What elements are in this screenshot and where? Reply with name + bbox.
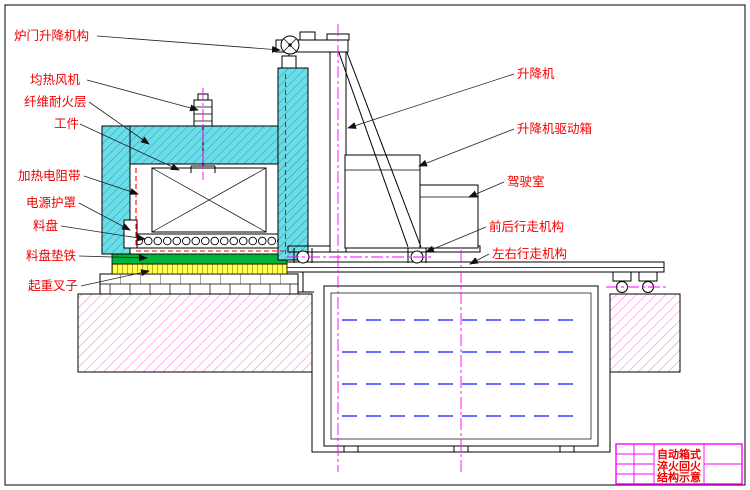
- title-block: 自动箱式 淬火回火 结构示意: [615, 443, 743, 485]
- driver-cab: [419, 184, 479, 249]
- mast-braces: [337, 49, 422, 248]
- water-level-lines: [342, 319, 580, 417]
- hoist-motor: [299, 31, 316, 41]
- lifting-fork-layer: [111, 263, 288, 275]
- label-power-cover: 电源护罩: [26, 196, 76, 210]
- travel-wheel-rear: [407, 248, 427, 264]
- rail-support-right-1: [612, 271, 632, 293]
- leader-lines: [60, 35, 515, 287]
- ground-right: [609, 293, 681, 373]
- workpiece-box: [151, 167, 267, 233]
- label-material-tray: 料盘: [33, 218, 58, 233]
- furnace-door: [277, 67, 309, 261]
- label-front-rear-travel: 前后行走机构: [489, 219, 564, 234]
- ground-left: [77, 293, 313, 373]
- tank-foot: [343, 445, 359, 453]
- label-fiber-refractory: 纤维耐火层: [24, 95, 87, 109]
- hearth-bricks: [99, 273, 299, 295]
- label-tray-pad-iron: 料盘垫铁: [26, 248, 77, 263]
- tank-foot: [559, 445, 575, 453]
- sheet-border: [4, 4, 746, 486]
- titleblock-line-1: 自动箱式: [657, 447, 701, 461]
- heating-elements: [135, 74, 287, 254]
- furnace: [101, 54, 309, 261]
- platform-beam: [284, 261, 665, 273]
- label-lifting-fork: 起重叉子: [28, 278, 78, 293]
- label-heating-resistance: 加热电阻带: [18, 169, 81, 183]
- label-left-right-travel: 左右行走机构: [492, 246, 567, 261]
- door-lift-mechanism: [281, 54, 297, 69]
- label-soaking-fan: 均热风机: [30, 73, 81, 87]
- power-supply-cover: [123, 219, 138, 249]
- label-elevator: 升降机: [517, 67, 555, 81]
- label-driver-cab: 驾驶室: [507, 174, 545, 189]
- label-door-lift-mechanism: 炉门升降机构: [14, 28, 89, 43]
- rail-support-right-2: [638, 271, 658, 293]
- tray-pad-iron-layer: [111, 253, 288, 265]
- centerlines: [202, 24, 668, 472]
- hoist-pulley: [280, 35, 300, 55]
- label-elevator-drive-box: 升降机驱动箱: [517, 121, 592, 136]
- titleblock-line-2: 淬火回火: [657, 459, 702, 473]
- furnace-base-layers: [99, 253, 299, 295]
- material-tray: [133, 233, 285, 249]
- lift-drive-box: [344, 154, 421, 249]
- titleblock-line-3: 结构示意: [656, 470, 701, 484]
- door-hanger: [281, 55, 297, 69]
- callout-labels: 炉门升降机构 均热风机 纤维耐火层 工件 加热电阻带 电源护罩 料盘 料盘垫铁 …: [14, 28, 592, 293]
- label-workpiece: 工件: [54, 117, 79, 131]
